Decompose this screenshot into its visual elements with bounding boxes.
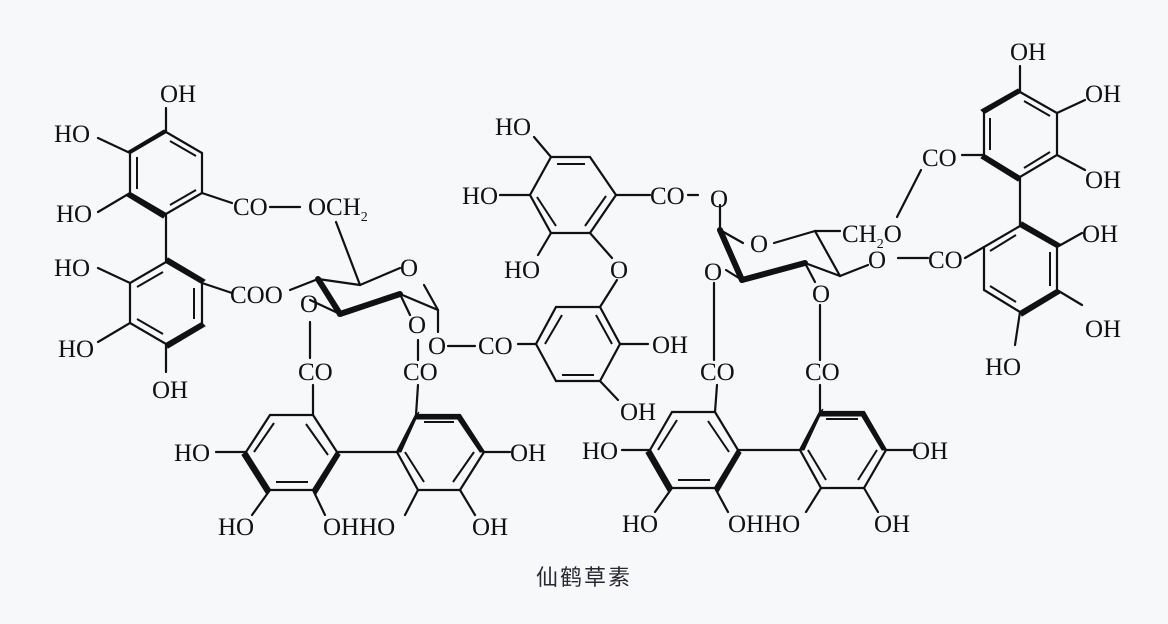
label-s2-ring-o: O <box>750 231 768 258</box>
label-c-oh-2: OH <box>620 399 656 426</box>
label-s2-o2: O <box>812 281 830 308</box>
top-left-lower-ring <box>96 257 234 374</box>
label-s1-ring-o: O <box>400 255 418 282</box>
label-s2-ch2: CH2O <box>842 221 902 252</box>
label-ml-oh-bottom: OH <box>152 377 188 404</box>
label-tl-ho-1: HO <box>54 121 90 148</box>
top-right-lower-ring <box>963 221 1084 347</box>
center-lower-ring <box>516 278 650 402</box>
label-s2-o1: O <box>704 259 722 286</box>
label-rr-ho: HO <box>985 354 1021 381</box>
bottom-right-hhdp <box>620 383 914 514</box>
label-bl-co-2: CO <box>403 359 438 386</box>
label-s1-o1: O <box>428 333 446 360</box>
label-c-ho-1: HO <box>495 114 531 141</box>
label-bl-oh-2: OH <box>472 514 508 541</box>
label-br-co-1: CO <box>700 359 735 386</box>
label-tr-oh-2: OH <box>1085 81 1121 108</box>
label-bl-co-1: CO <box>298 359 333 386</box>
left-glucose-ring <box>288 220 477 362</box>
label-ml-coo: COO <box>230 282 283 309</box>
label-c-o-link: O <box>710 186 728 213</box>
label-br-oh-2: OH <box>874 511 910 538</box>
label-s1-o2: O <box>408 312 426 339</box>
label-tl-ho-2: HO <box>56 201 92 228</box>
label-br-oh-1: OH <box>912 438 948 465</box>
label-s2-co: CO <box>928 247 963 274</box>
label-bl-oh-1: OH <box>510 440 546 467</box>
label-bl-ohho: OHHO <box>323 514 395 541</box>
label-tl-co: CO <box>233 194 268 221</box>
figure-caption: 仙鹤草素 <box>535 566 632 591</box>
label-tr-oh-3: OH <box>1085 167 1121 194</box>
label-bl-ho-1: HO <box>174 440 210 467</box>
label-link-co: CO <box>478 333 513 360</box>
label-c-oh-1: OH <box>652 332 688 359</box>
bottom-left-hhdp <box>214 383 512 517</box>
label-br-ho-1: HO <box>582 438 618 465</box>
label-s1-o3: O <box>300 291 318 318</box>
label-rr-oh-1: OH <box>1082 221 1118 248</box>
label-br-ho-2: HO <box>622 511 658 538</box>
top-left-upper-ring <box>96 106 234 264</box>
label-c-ether-o: O <box>610 257 628 284</box>
label-br-co-2: CO <box>805 359 840 386</box>
label-br-ohho: OHHO <box>728 511 800 538</box>
label-c-ho-2: HO <box>462 183 498 210</box>
label-bl-ho-2: HO <box>218 514 254 541</box>
label-ml-ho-2: HO <box>58 336 94 363</box>
label-tl-oh-top: OH <box>160 81 196 108</box>
center-upper-ring <box>498 135 700 260</box>
label-rr-oh-2: OH <box>1085 316 1121 343</box>
right-glucose-ring <box>712 168 930 362</box>
label-tl-och2: OCH2 <box>308 194 368 225</box>
label-c-co: CO <box>650 183 685 210</box>
label-s2-o3: O <box>868 247 886 274</box>
label-ml-ho-1: HO <box>54 255 90 282</box>
label-tr-co: CO <box>922 145 957 172</box>
label-tr-oh-1: OH <box>1010 39 1046 66</box>
top-right-upper-ring <box>960 64 1087 228</box>
label-c-ho-3: HO <box>504 257 540 284</box>
